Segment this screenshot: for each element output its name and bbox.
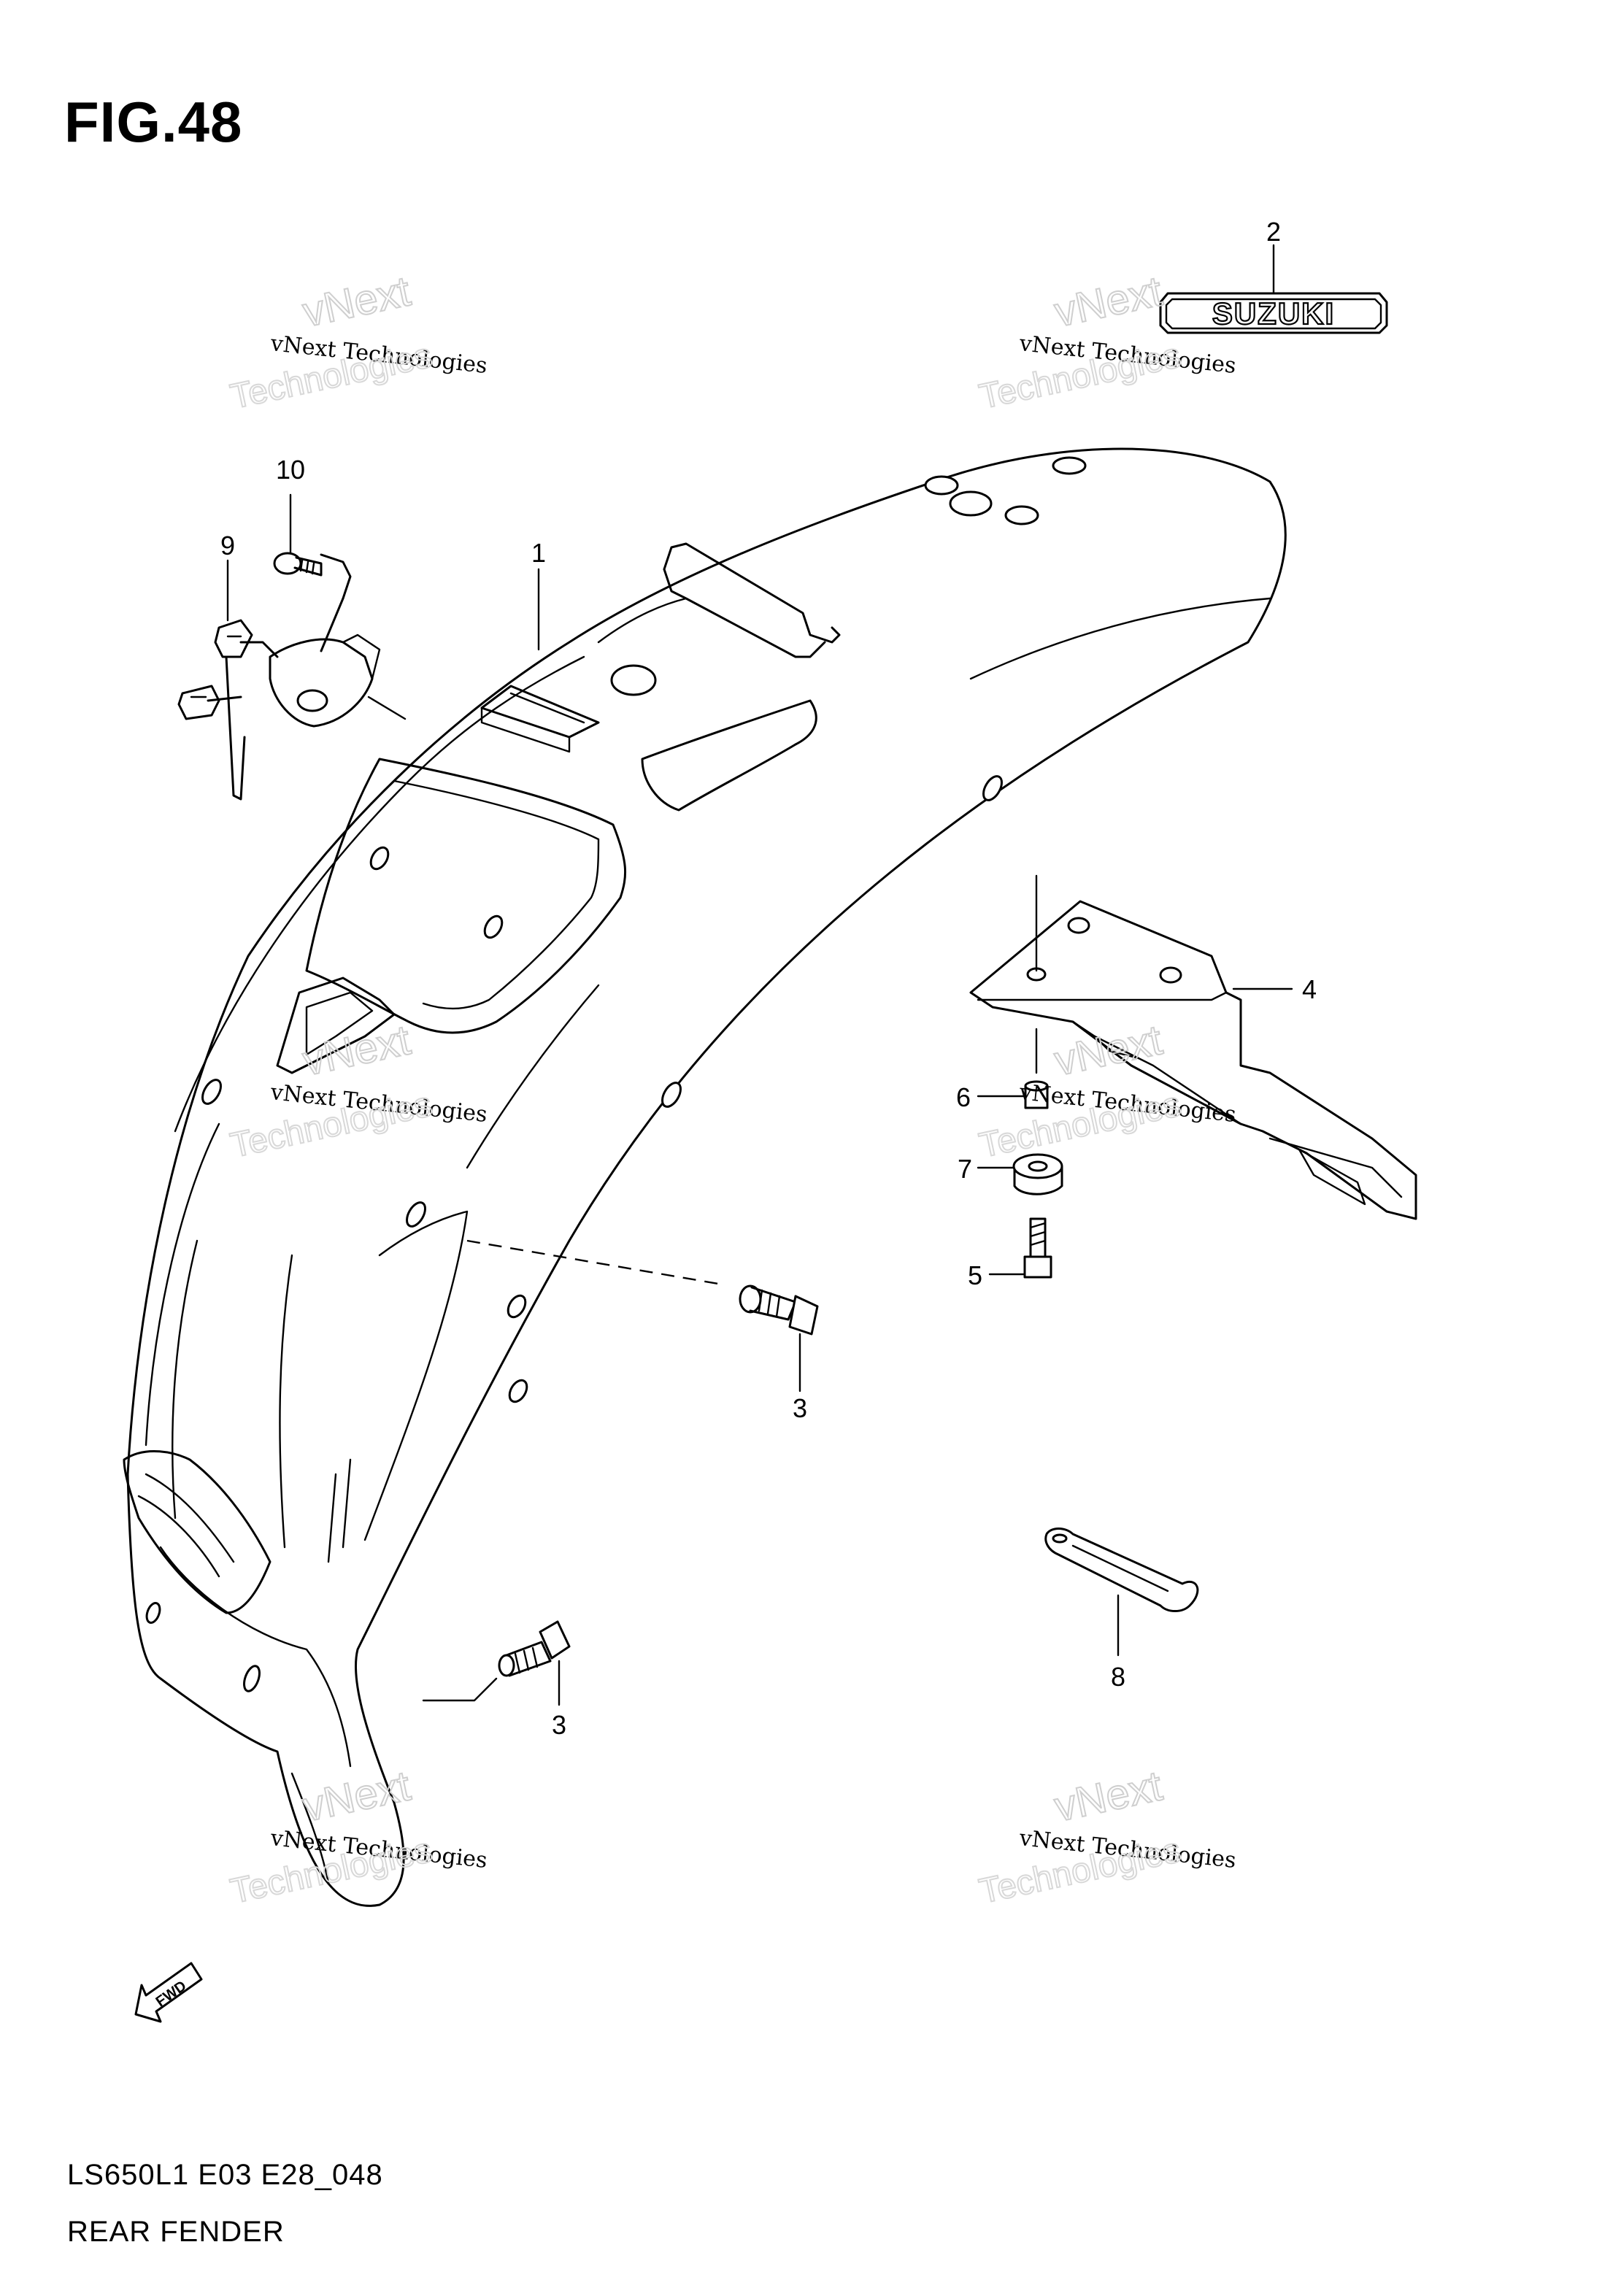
svg-text:vNext: vNext	[299, 1762, 415, 1830]
watermark-top-right: vNext vNext Technologies Technologies	[975, 266, 1237, 417]
fender-holes	[145, 456, 1087, 1692]
seat-lock-assembly[interactable]	[177, 553, 381, 801]
fwd-arrow-icon: FWD	[134, 1962, 203, 2023]
watermark-mid-left: vNext vNext Technologies Technologies	[226, 1015, 488, 1166]
leader-9b	[367, 696, 407, 720]
svg-text:vNext: vNext	[299, 267, 415, 336]
fender-bracket[interactable]	[969, 900, 1417, 1220]
bolt-3-upper[interactable]	[739, 1284, 819, 1336]
emblem-text: SUZUKI	[1212, 296, 1335, 331]
bolt-5[interactable]	[1023, 1217, 1052, 1279]
watermark-bottom-right: vNext vNext Technologies Technologies	[975, 1761, 1237, 1911]
callout-10: 10	[276, 455, 305, 485]
callout-8: 8	[1111, 1662, 1125, 1692]
svg-text:vNext: vNext	[1050, 267, 1166, 336]
callout-3b: 3	[552, 1710, 566, 1740]
callout-4: 4	[1302, 974, 1317, 1004]
bolt-3-lower[interactable]	[498, 1620, 571, 1677]
callout-1: 1	[531, 538, 546, 568]
clamp-8[interactable]	[1044, 1528, 1199, 1612]
rear-fender[interactable]	[123, 447, 1287, 1907]
callout-3a: 3	[793, 1393, 807, 1423]
collar-6[interactable]	[1024, 1080, 1049, 1109]
cushion-7[interactable]	[1012, 1153, 1063, 1195]
watermark-mid-right: vNext vNext Technologies Technologies	[975, 1015, 1237, 1166]
callout-7: 7	[958, 1154, 972, 1184]
screw-10[interactable]	[273, 552, 323, 577]
callout-6: 6	[956, 1082, 971, 1112]
svg-text:vNext: vNext	[1050, 1762, 1166, 1830]
suzuki-emblem[interactable]: SUZUKI	[1159, 292, 1388, 334]
bolt-3-lower-mount-line	[422, 1677, 498, 1702]
callout-2: 2	[1266, 217, 1281, 247]
section-name: REAR FENDER	[67, 2216, 285, 2248]
callout-9: 9	[220, 531, 235, 560]
svg-text:vNext: vNext	[299, 1016, 415, 1085]
watermark-bottom-left: vNext vNext Technologies Technologies	[226, 1761, 488, 1911]
model-code: LS650L1 E03 E28_048	[67, 2159, 383, 2191]
watermark-top-left: vNext vNext Technologies Technologies	[226, 266, 488, 417]
figure-title: FIG.48	[64, 90, 243, 154]
bolt-3-mount-line	[466, 1239, 723, 1286]
callout-5: 5	[968, 1260, 982, 1290]
